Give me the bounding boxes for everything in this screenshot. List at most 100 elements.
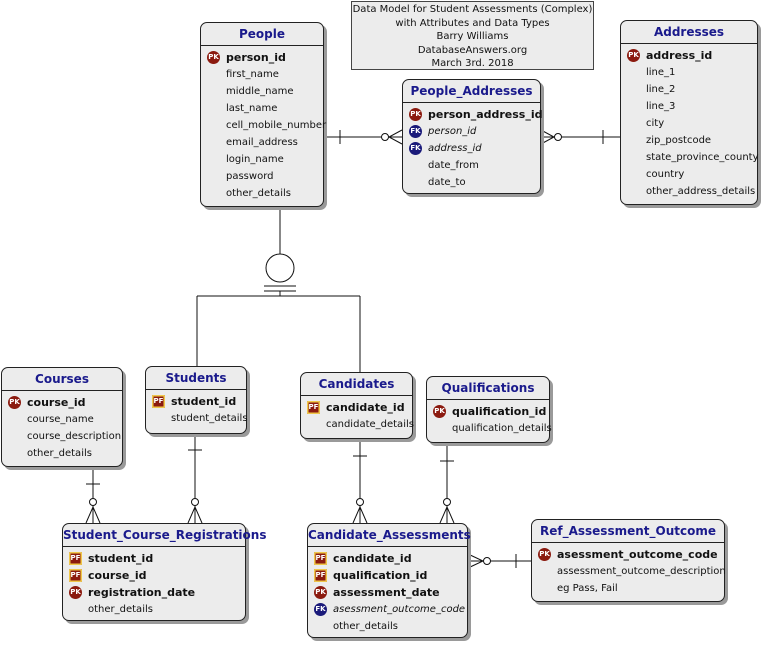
attribute-name: course_description — [27, 431, 122, 442]
pk-key-icon: PK — [69, 586, 82, 599]
pk-key-icon: PK — [627, 49, 640, 62]
attribute-list: PF student_id student_details — [146, 390, 248, 427]
attribute-row: candidate_details — [301, 416, 414, 433]
attribute-row: email_address — [201, 134, 323, 151]
pf-key-icon: PF — [69, 552, 82, 565]
attribute-row: line_3 — [621, 98, 757, 115]
attribute-name: other_details — [88, 604, 153, 615]
attribute-name: date_from — [428, 160, 479, 171]
attribute-row: other_address_details — [621, 183, 757, 200]
attribute-row: first_name — [201, 66, 323, 83]
entity-title: Qualifications — [427, 377, 549, 400]
attribute-name: password — [226, 171, 274, 182]
entity-title: People — [201, 23, 323, 46]
attribute-name: person_address_id — [428, 108, 543, 121]
attribute-row: other_details — [308, 618, 467, 635]
pk-key-icon: PK — [409, 108, 422, 121]
attribute-name: other_address_details — [646, 186, 756, 197]
attribute-name: other_details — [27, 448, 92, 459]
attribute-row: middle_name — [201, 83, 323, 100]
attribute-row: course_description — [2, 428, 122, 445]
attribute-row: PF candidate_id — [301, 399, 412, 416]
pk-key-icon: PK — [207, 51, 220, 64]
attribute-name: course_name — [27, 414, 94, 425]
attribute-name: student_id — [171, 395, 237, 408]
attribute-name: other_details — [333, 621, 398, 632]
title-note-line: with Attributes and Data Types — [395, 17, 550, 29]
attribute-name: candidate_details — [326, 419, 414, 430]
attribute-name: person_id — [428, 126, 477, 137]
attribute-name: address_id — [646, 49, 713, 62]
attribute-name: middle_name — [226, 86, 294, 97]
attribute-name: line_2 — [646, 84, 676, 95]
title-note-line: DatabaseAnswers.org — [417, 44, 528, 56]
entity-title: Candidate_Assessments — [308, 524, 471, 547]
attribute-row: cell_mobile_number — [201, 117, 326, 134]
attribute-row: eg Pass, Fail — [532, 580, 724, 597]
attribute-name: country — [646, 169, 685, 180]
pk-key-icon: PK — [8, 396, 21, 409]
entity-title: Courses — [2, 368, 122, 391]
attribute-row: course_name — [2, 411, 122, 428]
attribute-name: qualification_id — [452, 405, 547, 418]
attribute-name: other_details — [226, 188, 291, 199]
attribute-row: student_details — [146, 410, 248, 427]
attribute-row: date_from — [403, 157, 540, 174]
attribute-name: login_name — [226, 154, 284, 165]
attribute-row: PK address_id — [621, 47, 757, 64]
attribute-name: line_1 — [646, 67, 676, 78]
attribute-row: last_name — [201, 100, 323, 117]
title-note: Data Model for Student Assessments (Comp… — [351, 1, 594, 70]
attribute-row: date_to — [403, 174, 540, 191]
attribute-name: eg Pass, Fail — [557, 583, 618, 594]
attribute-name: asessment_outcome_code — [557, 548, 718, 561]
attribute-list: PK qualification_id qualification_details — [427, 400, 552, 437]
attribute-row: other_details — [201, 185, 323, 202]
attribute-row: line_1 — [621, 64, 757, 81]
title-note-line: Data Model for Student Assessments (Comp… — [352, 4, 593, 15]
attribute-row: login_name — [201, 151, 323, 168]
pk-key-icon: PK — [314, 586, 327, 599]
attribute-name: asessment_outcome_code — [333, 604, 466, 615]
pk-key-icon: PK — [433, 405, 446, 418]
attribute-name: qualification_details — [452, 423, 552, 434]
pf-key-icon: PF — [307, 401, 320, 414]
attribute-row: other_details — [2, 445, 122, 462]
attribute-row: FK address_id — [403, 140, 540, 157]
fk-key-icon: FK — [409, 142, 422, 155]
attribute-name: last_name — [226, 103, 278, 114]
pf-key-icon: PF — [314, 552, 327, 565]
attribute-name: address_id — [428, 143, 482, 154]
attribute-name: candidate_id — [326, 401, 405, 414]
pf-key-icon: PF — [152, 395, 165, 408]
attribute-row: state_province_county — [621, 149, 759, 166]
attribute-name: line_3 — [646, 101, 676, 112]
entity-title: Ref_Assessment_Outcome — [532, 520, 724, 543]
attribute-row: other_details — [63, 601, 245, 618]
attribute-name: zip_postcode — [646, 135, 712, 146]
